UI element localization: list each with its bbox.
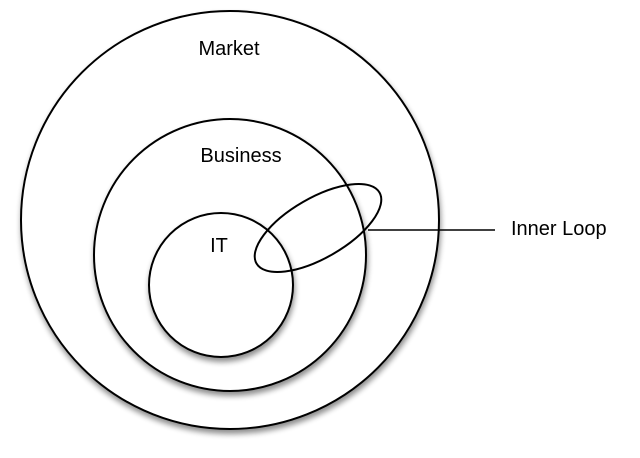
business-label: Business [200,145,281,167]
market-label: Market [198,38,260,60]
it-label: IT [210,235,228,257]
it-circle [148,212,294,358]
inner-loop-ellipse [253,183,383,273]
inner-loop-label: Inner Loop [511,218,607,240]
